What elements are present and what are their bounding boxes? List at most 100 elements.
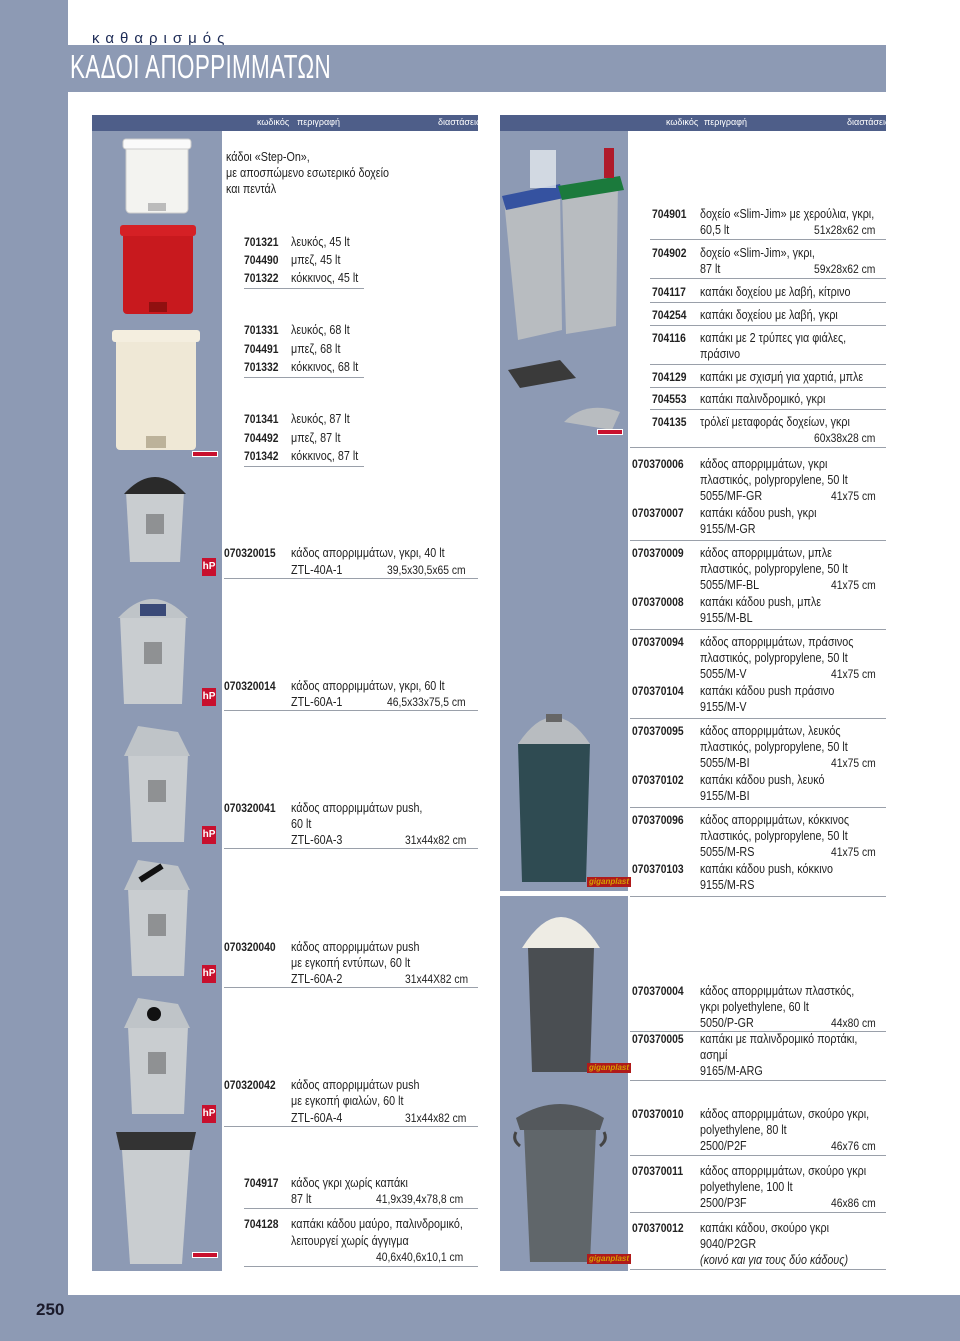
product-desc: κάδος απορριμμάτων, γκρι, 60 lt — [291, 679, 445, 693]
product-code: 070320015 — [224, 546, 276, 560]
product-code: 070370103 — [632, 862, 684, 876]
product-dimensions: 60x38x28 cm — [814, 431, 876, 445]
product-dimensions: 41,9x39,4x78,8 cm — [376, 1192, 464, 1206]
row-divider — [224, 987, 478, 988]
product-dimensions: 31x44x82 cm — [405, 1111, 467, 1125]
row-divider — [650, 409, 886, 410]
product-dimensions: 59x28x62 cm — [814, 262, 876, 276]
row-divider — [224, 848, 478, 849]
product-code: 704492 — [244, 431, 279, 445]
product-code: 704491 — [244, 342, 279, 356]
product-code: 070370008 — [632, 595, 684, 609]
hp-logo: hP — [202, 688, 216, 706]
product-code: 070370095 — [632, 724, 684, 738]
product-desc: καπάκι κάδου, σκούρο γκρι — [700, 1221, 830, 1235]
product-desc: μπεζ, 87 lt — [291, 431, 341, 445]
product-code: 070370102 — [632, 773, 684, 787]
product-dimensions: 41x75 cm — [831, 845, 876, 859]
row-divider — [650, 364, 886, 365]
product-dimensions: 44x80 cm — [831, 1016, 876, 1030]
product-model: 5055/MF-GR — [700, 489, 763, 503]
product-desc: κάδος απορριμμάτων, λευκός — [700, 724, 841, 738]
product-model: ZTL-60A-4 — [291, 1111, 343, 1125]
product-desc: καπάκι κάδου push, γκρι — [700, 506, 817, 520]
grey-push-bin-paper-slot-image — [124, 860, 190, 976]
product-code: 070370005 — [632, 1032, 684, 1046]
product-desc: πλαστικός, polypropylene, 50 lt — [700, 562, 848, 576]
product-desc: τρόλεϊ μεταφοράς δοχείων, γκρι — [700, 415, 850, 429]
stepon-title-line: με αποσπώμενο εσωτερικό δοχείο — [226, 166, 389, 180]
stepon-title-line: κάδοι «Step-On», — [226, 150, 310, 164]
product-model: 9165/M-ARG — [700, 1064, 763, 1078]
product-code: 704553 — [652, 392, 687, 406]
grey-swing-bin-40-image — [124, 477, 186, 562]
product-desc: μπεζ, 45 lt — [291, 253, 341, 267]
dark-grey-bin-image — [513, 1104, 607, 1262]
product-desc: λευκός, 68 lt — [291, 323, 350, 337]
product-desc: πλαστικός, polypropylene, 50 lt — [700, 473, 848, 487]
hp-logo: hP — [202, 826, 216, 844]
grey-push-bin-bottle-slot-image — [124, 998, 190, 1114]
product-desc: καπάκι με παλινδρομικό πορτάκι, — [700, 1032, 858, 1046]
product-dimensions: 41x75 cm — [831, 578, 876, 592]
product-desc: με εγκοπή εντύπων, 60 lt — [291, 956, 411, 970]
product-desc: ασημί — [700, 1048, 728, 1062]
product-model: ZTL-40A-1 — [291, 563, 343, 577]
gigaplast-logo: giganplast — [587, 1254, 632, 1264]
product-model: 9155/M-BL — [700, 611, 753, 625]
product-dimensions: 40,6x40,6x10,1 cm — [376, 1250, 464, 1264]
product-desc: κόκκινος, 68 lt — [291, 360, 359, 374]
product-desc: λευκός, 45 lt — [291, 235, 350, 249]
row-divider — [630, 1155, 886, 1156]
product-desc: κόκκινος, 87 lt — [291, 449, 359, 463]
row-divider — [630, 540, 886, 541]
product-desc: καπάκι κάδου push, μπλε — [700, 595, 822, 609]
product-code: 070320041 — [224, 801, 276, 815]
product-code: 701322 — [244, 271, 279, 285]
product-desc: κάδος απορριμμάτων, γκρι, 40 lt — [291, 546, 445, 560]
row-divider — [244, 288, 364, 289]
gigaplast-logo: giganplast — [587, 877, 632, 887]
rubbermaid-logo — [192, 1252, 218, 1258]
row-divider — [630, 629, 886, 630]
row-divider — [630, 1212, 886, 1213]
gigaplast-logo: giganplast — [587, 1063, 632, 1073]
product-model: 5055/MF-BL — [700, 578, 760, 592]
product-model: 9155/M-BI — [700, 789, 750, 803]
product-dimensions: 41x75 cm — [831, 667, 876, 681]
product-desc: κάδος γκρι χωρίς καπάκι — [291, 1176, 408, 1190]
product-code: 701331 — [244, 323, 279, 337]
product-code: 070370006 — [632, 457, 684, 471]
row-divider — [630, 1080, 886, 1081]
row-divider — [650, 278, 886, 279]
row-divider — [630, 807, 886, 808]
product-desc: καπάκι κάδου push, λευκό — [700, 773, 825, 787]
column-dim-label: διαστάσεις — [438, 117, 481, 127]
product-code: 070320040 — [224, 940, 276, 954]
row-divider — [630, 1031, 886, 1032]
red-step-on-bin-image — [120, 225, 196, 314]
product-dimensions: 39,5x30,5x65 cm — [387, 563, 466, 577]
product-code: 701341 — [244, 412, 279, 426]
row-divider — [224, 710, 478, 711]
hp-logo: hP — [202, 965, 216, 983]
slim-jim-containers-image — [502, 148, 624, 430]
grey-swing-bin-60-image — [118, 599, 188, 704]
product-desc: καπάκι κάδου μαύρο, παλινδρομικό, — [291, 1217, 463, 1231]
column-code-label: κωδικός — [257, 117, 290, 127]
product-desc: δοχείο «Slim-Jim», γκρι, — [700, 246, 815, 260]
product-model: 2500/P2F — [700, 1139, 747, 1153]
product-code: 070370094 — [632, 635, 684, 649]
product-code: 701321 — [244, 235, 279, 249]
row-divider — [650, 325, 886, 326]
product-code: 070370004 — [632, 984, 684, 998]
product-desc: κάδος απορριμμάτων πλαστκός, — [700, 984, 855, 998]
product-code: 701342 — [244, 449, 279, 463]
row-divider — [650, 387, 886, 388]
product-desc: κάδος απορριμμάτων, σκούρο γκρι — [700, 1164, 867, 1178]
row-divider — [630, 1269, 886, 1270]
product-model: 5050/P-GR — [700, 1016, 754, 1030]
page-number: 250 — [36, 1300, 65, 1319]
product-desc: δοχείο «Slim-Jim» με χερούλια, γκρι, — [700, 207, 875, 221]
product-desc: polyethylene, 100 lt — [700, 1180, 793, 1194]
